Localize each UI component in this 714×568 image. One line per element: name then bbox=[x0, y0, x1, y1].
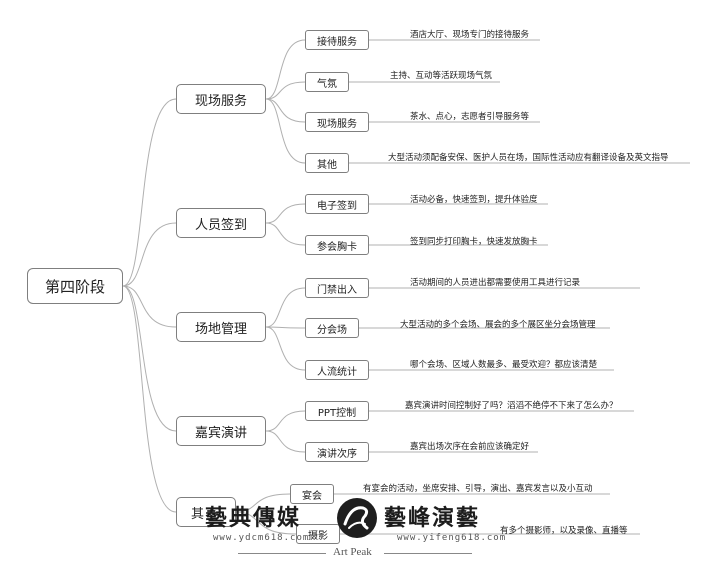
note-access-control: 活动期间的人员进出都需要使用工具进行记录 bbox=[410, 278, 581, 288]
note-sub-venue: 大型活动的多个会场、展会的多个展区坐分会场管理 bbox=[400, 320, 596, 330]
note-onsite-service: 茶水、点心，志愿者引导服务等 bbox=[410, 112, 530, 122]
leaf-ppt-control[interactable]: PPT控制 bbox=[305, 401, 369, 421]
connector-curve-8 bbox=[265, 98, 306, 164]
watermark-left-url: www.ydcm618.com bbox=[213, 533, 310, 543]
note-other: 大型活动须配备安保、医护人员在场，国际性活动应有翻译设备及英文指导 bbox=[388, 153, 669, 163]
branch-venue-management[interactable]: 场地管理 bbox=[176, 312, 266, 342]
leaf-banquet[interactable]: 宴会 bbox=[290, 484, 334, 504]
watermark-caption: Art Peak bbox=[333, 546, 372, 558]
leaf-other[interactable]: 其他 bbox=[305, 153, 349, 173]
root-node[interactable]: 第四阶段 bbox=[27, 268, 123, 304]
note-banquet: 有宴会的活动，坐席安排、引导，演出、嘉宾发言以及小互动 bbox=[363, 484, 593, 494]
branch-other[interactable]: 其 bbox=[176, 497, 236, 527]
connector-curve-10 bbox=[265, 222, 306, 246]
connector-curve-9 bbox=[265, 203, 306, 224]
leaf-atmosphere[interactable]: 气氛 bbox=[305, 72, 349, 92]
connector-curve-0 bbox=[122, 98, 177, 287]
connector-curve-7 bbox=[265, 98, 306, 123]
note-e-checkin: 活动必备，快速签到，提升体验度 bbox=[410, 195, 538, 205]
leaf-onsite-service[interactable]: 现场服务 bbox=[305, 112, 369, 132]
watermark-left-brand: 藝典傳媒 bbox=[205, 505, 302, 531]
connector-curve-17 bbox=[235, 511, 297, 535]
connector-curve-13 bbox=[265, 326, 306, 371]
note-atmosphere: 主持、互动等活跃现场气氛 bbox=[390, 71, 493, 81]
note-speech-order: 嘉宾出场次序在会前应该确定好 bbox=[410, 442, 530, 452]
leaf-crowd-stats[interactable]: 人流统计 bbox=[305, 360, 369, 380]
connector-curve-11 bbox=[265, 287, 306, 328]
watermark-seal-icon bbox=[337, 498, 377, 538]
connector-curve-5 bbox=[265, 39, 306, 100]
leaf-access-control[interactable]: 门禁出入 bbox=[305, 278, 369, 298]
leaf-speech-order[interactable]: 演讲次序 bbox=[305, 442, 369, 462]
leaf-photography[interactable]: 摄影 bbox=[296, 524, 340, 544]
note-reception-service: 酒店大厅、现场专门的接待服务 bbox=[410, 30, 530, 40]
note-photography: 有多个摄影师，以及录像、直播等 bbox=[500, 526, 628, 536]
leaf-reception-service[interactable]: 接待服务 bbox=[305, 30, 369, 50]
note-ppt-control: 嘉宾演讲时间控制好了吗？滔滔不绝停不下来了怎么办？ bbox=[405, 401, 618, 411]
connector-curve-3 bbox=[122, 285, 177, 432]
watermark-right-url: www.yifeng618.com bbox=[397, 533, 507, 543]
branch-guest-speech[interactable]: 嘉宾演讲 bbox=[176, 416, 266, 446]
connector-curve-15 bbox=[265, 430, 306, 453]
branch-check-in[interactable]: 人员签到 bbox=[176, 208, 266, 238]
watermark-rule-left bbox=[238, 553, 326, 554]
branch-onsite-service[interactable]: 现场服务 bbox=[176, 84, 266, 114]
leaf-badge[interactable]: 参会胸卡 bbox=[305, 235, 369, 255]
note-badge: 签到同步打印胸卡，快速发放胸卡 bbox=[410, 237, 538, 247]
note-crowd-stats: 哪个会场、区域人数最多、最受欢迎？都应该清楚 bbox=[410, 360, 598, 370]
connector-curve-14 bbox=[265, 410, 306, 432]
watermark-rule-right bbox=[384, 553, 472, 554]
connector-curve-1 bbox=[122, 222, 177, 287]
connector-curve-6 bbox=[265, 81, 306, 100]
connector-curve-2 bbox=[122, 285, 177, 328]
leaf-sub-venue[interactable]: 分会场 bbox=[305, 318, 359, 338]
watermark-right-brand: 藝峰演藝 bbox=[384, 505, 481, 531]
connector-curve-4 bbox=[122, 285, 177, 513]
connector-curve-16 bbox=[235, 493, 291, 513]
connector-curve-12 bbox=[265, 326, 306, 329]
leaf-e-checkin[interactable]: 电子签到 bbox=[305, 194, 369, 214]
